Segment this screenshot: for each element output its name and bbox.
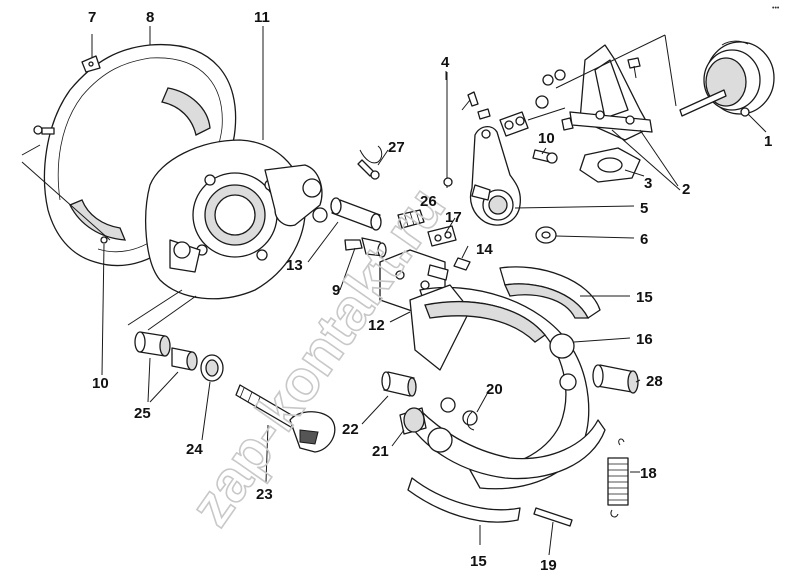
label-9: 9 <box>332 282 340 299</box>
part-21-roller <box>399 407 427 435</box>
bracket-hardware <box>535 57 641 131</box>
part-7-clip <box>81 55 101 73</box>
part-27-grease-fitting <box>357 145 383 180</box>
label-15-top: 15 <box>636 289 653 306</box>
part-10-bolt-center <box>532 149 558 164</box>
label-10-center: 10 <box>538 130 555 147</box>
label-25: 25 <box>134 405 151 422</box>
part-labels: 1 2 3 4 5 6 7 8 9 10 10 11 12 13 14 15 1… <box>88 9 772 574</box>
label-27: 27 <box>388 139 405 156</box>
part-22-roller <box>381 371 417 397</box>
part-4-bolt <box>443 72 479 188</box>
part-19-pin <box>533 507 573 527</box>
corner-mark: ••• <box>772 5 780 12</box>
part-2-chamber-bracket <box>569 44 653 141</box>
label-17: 17 <box>445 209 462 226</box>
part-9-fitting <box>344 237 387 258</box>
label-11: 11 <box>254 9 270 26</box>
part-15-lining-bottom <box>407 477 521 523</box>
label-26: 26 <box>420 193 437 210</box>
label-1: 1 <box>764 133 772 150</box>
part-20-clip <box>466 411 475 431</box>
part-15-lining-top <box>499 266 601 319</box>
part-10-bolt-left <box>33 125 108 244</box>
label-24: 24 <box>186 441 203 458</box>
label-12: 12 <box>368 317 385 334</box>
label-5: 5 <box>640 200 648 217</box>
part-14-pin <box>453 257 471 271</box>
label-23: 23 <box>256 486 273 503</box>
part-5-slack-adjuster <box>469 126 521 226</box>
label-4: 4 <box>441 54 450 71</box>
part-11-anchor-spider <box>145 139 328 300</box>
label-28: 28 <box>646 373 663 390</box>
label-7: 7 <box>88 9 96 26</box>
part-1-brake-chamber <box>679 40 775 117</box>
part-25-bushings <box>134 331 198 371</box>
leader-lines-top-right <box>555 34 681 191</box>
part-26-spring <box>397 209 425 229</box>
part-23-camshaft <box>235 384 336 453</box>
leader-lines-left <box>21 144 197 331</box>
brake-shoe-lower <box>409 397 606 480</box>
part-17-pawl <box>427 225 457 247</box>
part-16-brake-shoe <box>409 284 590 490</box>
part-24-seal <box>200 354 224 382</box>
label-16: 16 <box>636 331 653 348</box>
clevis-linkage <box>477 107 566 137</box>
part-28-roller <box>592 364 639 394</box>
part-18-return-spring <box>607 438 629 518</box>
label-13: 13 <box>286 257 303 274</box>
label-14: 14 <box>476 241 493 258</box>
part-13-bushing <box>330 197 382 231</box>
label-leaders <box>91 26 767 556</box>
label-15-bottom: 15 <box>470 553 487 570</box>
label-3: 3 <box>644 175 652 192</box>
label-20: 20 <box>486 381 503 398</box>
label-18: 18 <box>640 465 657 482</box>
label-19: 19 <box>540 557 557 574</box>
label-2: 2 <box>682 181 690 198</box>
label-22: 22 <box>342 421 359 438</box>
part-6-washer <box>535 226 557 244</box>
label-6: 6 <box>640 231 648 248</box>
part-3-gasket <box>579 147 641 183</box>
label-10-left: 10 <box>92 375 109 392</box>
label-8: 8 <box>146 9 154 26</box>
label-21: 21 <box>372 443 389 460</box>
